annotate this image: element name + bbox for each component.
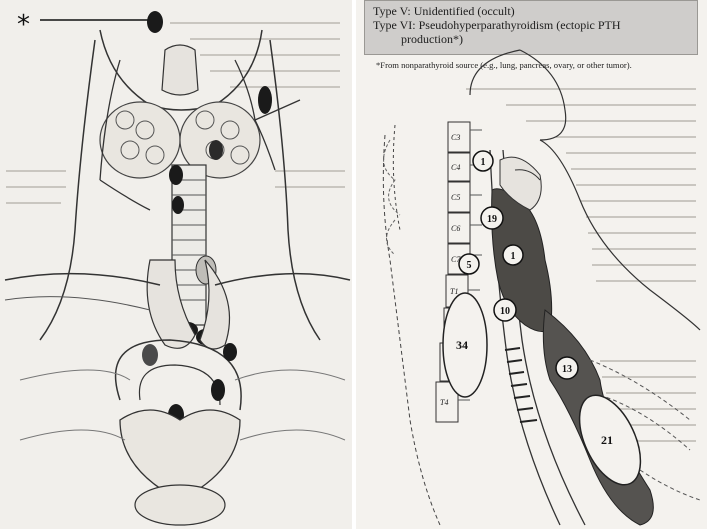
svg-text:1: 1 (511, 251, 516, 262)
vertebra-label-c6: C6 (451, 224, 460, 233)
svg-text:5: 5 (467, 260, 472, 271)
vertebra-label-c5: C5 (451, 193, 460, 202)
svg-text:13: 13 (562, 364, 572, 375)
svg-text:19: 19 (487, 214, 497, 225)
label-1-top: 1 (473, 151, 493, 171)
label-13: 13 (556, 357, 578, 379)
label-1-mid: 1 (503, 245, 523, 265)
vertebra-label-t4: T4 (440, 398, 448, 407)
label-10: 10 (494, 299, 516, 321)
vertebra-label-c3: C3 (451, 133, 460, 142)
svg-text:1: 1 (481, 157, 486, 168)
label-19: 19 (481, 207, 503, 229)
vertebra-label-c4: C4 (451, 163, 460, 172)
vertebra-label-t1: T1 (450, 287, 458, 296)
label-21: 21 (601, 433, 613, 447)
label-5: 5 (459, 254, 479, 274)
svg-text:10: 10 (500, 306, 510, 317)
label-34: 34 (456, 338, 468, 352)
